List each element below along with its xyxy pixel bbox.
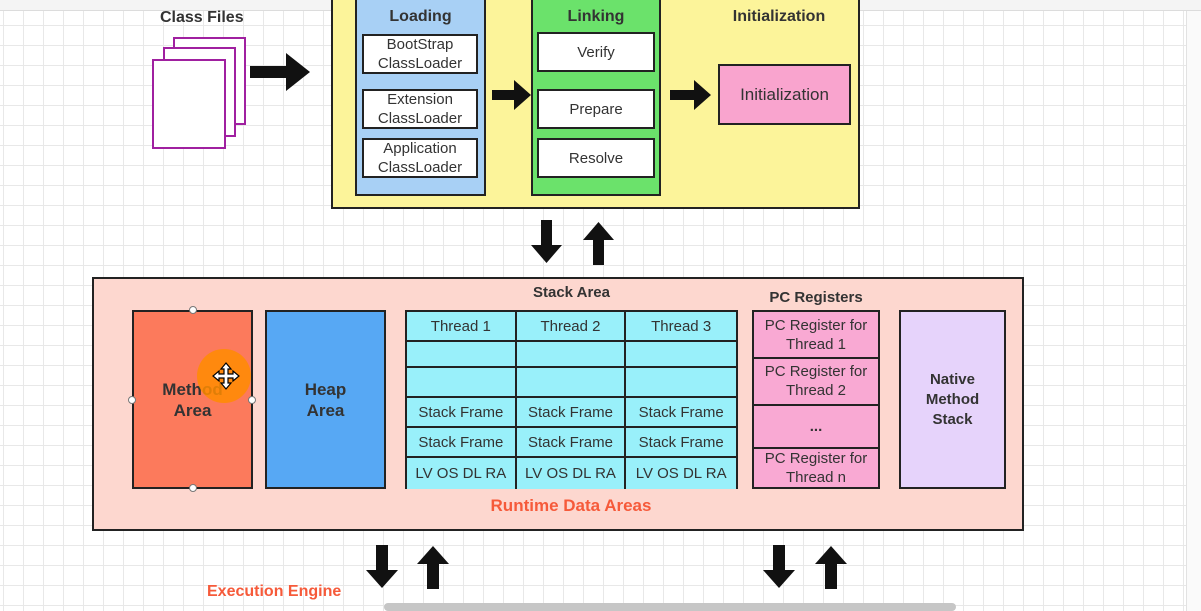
stack-cell-empty[interactable]	[516, 342, 627, 368]
pc-register-thread-1[interactable]: PC Register for Thread 1	[754, 312, 878, 360]
class-files-label: Class Files	[160, 9, 244, 26]
right-panel-edge	[1186, 11, 1201, 611]
stack-frame-cell[interactable]: Stack Frame	[626, 398, 736, 428]
prepare-step[interactable]: Prepare	[537, 89, 655, 129]
frame-parts-cell[interactable]: LV OS DL RA	[516, 458, 627, 489]
arrow-up-icon	[815, 546, 847, 589]
arrow-down-icon	[763, 545, 795, 588]
arrow-down-icon	[531, 220, 562, 263]
stack-frame-cell[interactable]: Stack Frame	[407, 398, 517, 428]
stack-cell-empty[interactable]	[516, 368, 627, 398]
initialization-title: Initialization	[732, 8, 826, 25]
pc-registers-title: PC Registers	[769, 289, 863, 306]
stack-frame-cell[interactable]: Stack Frame	[516, 428, 627, 458]
pc-register-thread-2[interactable]: PC Register for Thread 2	[754, 359, 878, 406]
thread-3-header[interactable]: Thread 3	[626, 312, 736, 342]
thread-2-header[interactable]: Thread 2	[516, 312, 627, 342]
arrow-down-icon	[366, 545, 398, 588]
stack-frame-cell[interactable]: Stack Frame	[626, 428, 736, 458]
pc-register-ellipsis[interactable]: ...	[754, 405, 878, 450]
arrow-right-icon	[250, 53, 310, 91]
stack-area-title: Stack Area	[533, 284, 610, 301]
extension-classloader[interactable]: Extension ClassLoader	[362, 89, 478, 129]
bootstrap-classloader[interactable]: BootStrap ClassLoader	[362, 34, 478, 74]
application-classloader[interactable]: Application ClassLoader	[362, 138, 478, 178]
execution-engine-label: Execution Engine	[207, 583, 342, 600]
resize-handle-left[interactable]	[128, 396, 136, 404]
native-method-stack[interactable]: Native Method Stack	[899, 310, 1006, 489]
stack-area[interactable]: Thread 1 Thread 2 Thread 3 Stack Frame S…	[405, 310, 738, 489]
move-cursor-icon	[212, 362, 240, 390]
stack-frame-cell[interactable]: Stack Frame	[407, 428, 517, 458]
resize-handle-right[interactable]	[248, 396, 256, 404]
horizontal-scrollbar[interactable]	[384, 603, 956, 611]
stack-cell-empty[interactable]	[407, 368, 517, 398]
resolve-step[interactable]: Resolve	[537, 138, 655, 178]
pc-register-thread-n[interactable]: PC Register for Thread n	[754, 449, 878, 488]
frame-parts-cell[interactable]: LV OS DL RA	[626, 458, 736, 489]
stack-cell-empty[interactable]	[626, 368, 736, 398]
resize-handle-bottom[interactable]	[189, 484, 197, 492]
runtime-data-areas-title: Runtime Data Areas	[490, 496, 652, 515]
arrow-right-icon	[492, 80, 531, 110]
frame-parts-cell[interactable]: LV OS DL RA	[407, 458, 517, 489]
verify-step[interactable]: Verify	[537, 32, 655, 72]
loading-title: Loading	[389, 8, 452, 25]
pc-registers[interactable]: PC Register for Thread 1 PC Register for…	[752, 310, 880, 489]
stack-frame-cell[interactable]: Stack Frame	[516, 398, 627, 428]
initialization-step[interactable]: Initialization	[718, 64, 851, 125]
class-file-doc-1[interactable]	[152, 59, 226, 149]
arrow-up-icon	[417, 546, 449, 589]
heap-area[interactable]: Heap Area	[265, 310, 386, 489]
stack-cell-empty[interactable]	[407, 342, 517, 368]
arrow-right-icon	[670, 80, 711, 110]
thread-1-header[interactable]: Thread 1	[407, 312, 517, 342]
stack-cell-empty[interactable]	[626, 342, 736, 368]
resize-handle-top[interactable]	[189, 306, 197, 314]
linking-title: Linking	[567, 8, 625, 25]
arrow-up-icon	[583, 222, 614, 265]
